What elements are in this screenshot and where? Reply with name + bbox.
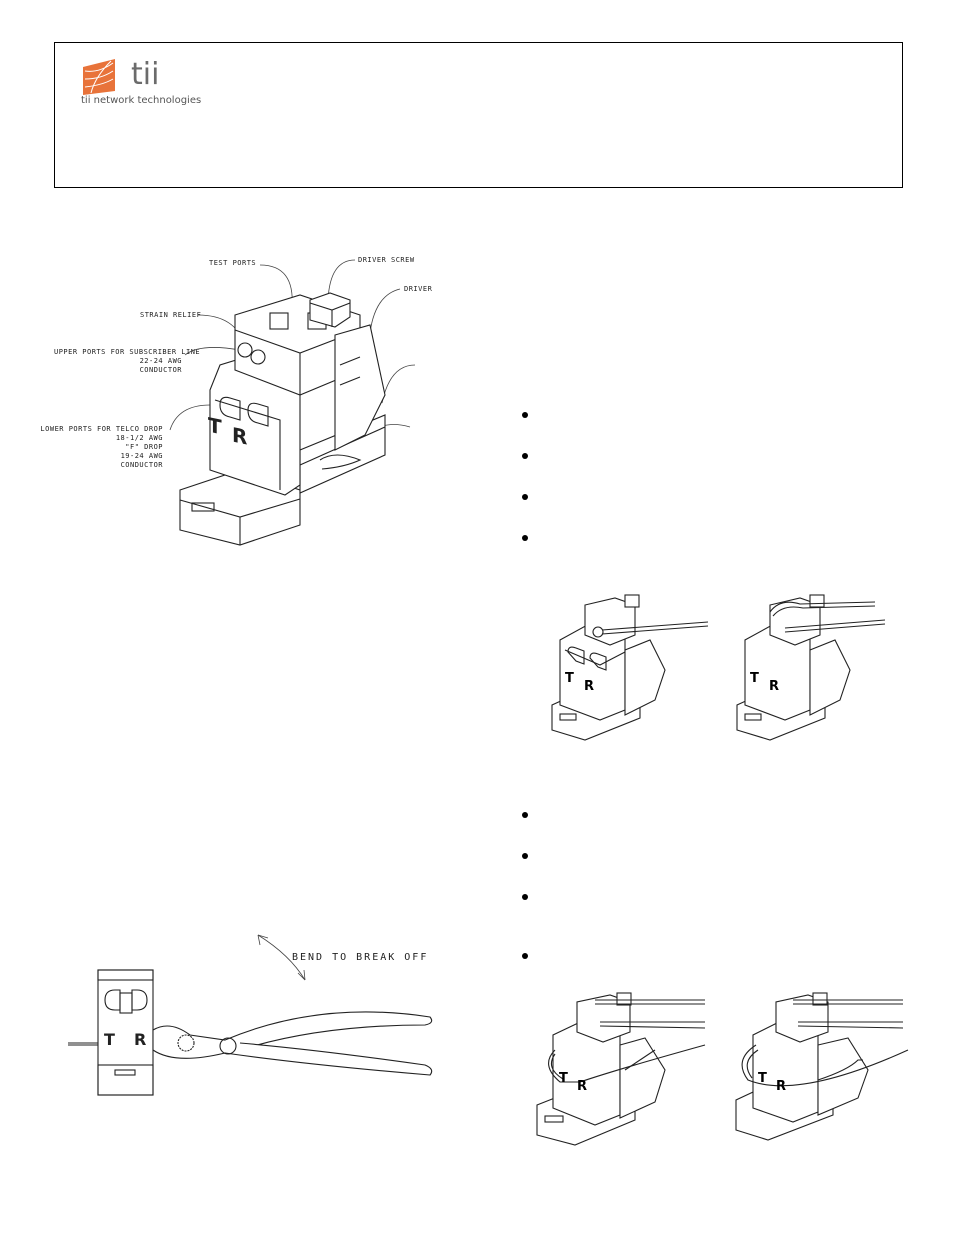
connector-wired-drawing-1: T R <box>551 594 709 741</box>
bullet-top-1 <box>522 412 528 418</box>
bullet-top-2 <box>522 453 528 459</box>
company-logo: tii tii network technologies <box>81 53 211 109</box>
label-upper-ports-1: UPPER PORTS FOR SUBSCRIBER LINE <box>54 348 201 356</box>
label-upper-ports-3: CONDUCTOR <box>139 366 182 374</box>
label-lower-ports-1: LOWER PORTS FOR TELCO DROP <box>40 425 163 433</box>
logo-mark-icon <box>83 59 115 95</box>
label-lower-ports-2: 18-1/2 AWG <box>115 434 163 442</box>
label-driver-screw: DRIVER SCREW <box>358 256 415 264</box>
tip-letter-w2: T <box>750 671 759 686</box>
label-lower-ports-3: "F" DROP <box>125 443 163 451</box>
header-box: tii tii network technologies <box>54 42 903 188</box>
logo-subtitle: tii network technologies <box>81 95 202 106</box>
label-lower-ports-5: CONDUCTOR <box>120 461 163 469</box>
bullet-top-3 <box>522 494 528 500</box>
ring-letter-w4: R <box>776 1079 786 1094</box>
connector-drawing-main <box>169 259 416 546</box>
connector-wired-drawing-3: T R <box>536 992 706 1146</box>
connector-wired-drawing-4: T R <box>735 992 909 1141</box>
bullet-bottom-4 <box>522 953 528 959</box>
ring-letter-w2: R <box>769 679 779 694</box>
ring-letter-main: R <box>232 422 248 450</box>
label-lower-ports-4: 19-24 AWG <box>120 452 163 460</box>
tip-letter-main: T <box>208 412 222 440</box>
bullet-bottom-2 <box>522 853 528 859</box>
ring-letter-w3: R <box>577 1079 587 1094</box>
tip-letter-pliers: T <box>104 1030 116 1049</box>
pliers-drawing <box>68 934 433 1096</box>
bullet-bottom-3 <box>522 894 528 900</box>
ring-letter-w1: R <box>584 679 594 694</box>
label-driver: DRIVER <box>404 285 433 293</box>
bullet-top-4 <box>522 535 528 541</box>
tip-letter-w3: T <box>559 1071 568 1086</box>
label-test-ports: TEST PORTS <box>209 259 257 267</box>
logo-word: tii <box>131 57 160 92</box>
tip-letter-w1: T <box>565 671 574 686</box>
bullet-bottom-1 <box>522 812 528 818</box>
ring-letter-pliers: R <box>134 1030 147 1049</box>
bend-instruction-label: BEND TO BREAK OFF <box>292 952 429 963</box>
label-strain-relief: STRAIN RELIEF <box>140 311 202 319</box>
connector-wired-drawing-2: T R <box>736 594 886 741</box>
label-upper-ports-2: 22-24 AWG <box>139 357 182 365</box>
tip-letter-w4: T <box>758 1071 767 1086</box>
